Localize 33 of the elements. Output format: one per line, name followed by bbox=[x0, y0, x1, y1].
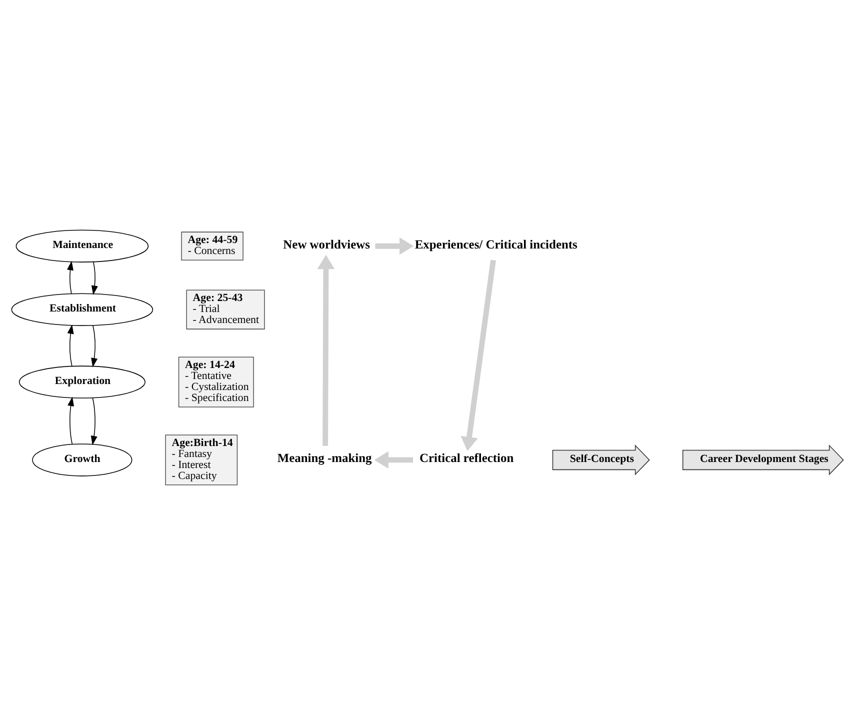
arrow bbox=[375, 237, 414, 255]
node-label: - Cystalization bbox=[185, 380, 249, 393]
node-text: Meaning -making bbox=[277, 451, 372, 466]
label: Self-Concepts bbox=[570, 453, 634, 466]
arrow bbox=[374, 451, 414, 469]
node-label: Age: 44-59 bbox=[188, 234, 238, 246]
node-label: - Advancement bbox=[192, 314, 260, 326]
node-label: - Interest bbox=[172, 458, 211, 471]
arrow bbox=[91, 262, 98, 295]
node-label: Age: 14-24 bbox=[185, 359, 235, 372]
node-ellipse: Exploration bbox=[18, 366, 146, 398]
node-label: Age: 25-43 bbox=[192, 292, 243, 304]
arrow bbox=[460, 260, 496, 452]
node-label: - Trial bbox=[192, 303, 220, 316]
node-label: - Tentative bbox=[185, 370, 232, 382]
node-label: Age:Birth-14 bbox=[172, 437, 233, 450]
node-text: New worldviews bbox=[283, 237, 370, 252]
node-ellipse: Establishment bbox=[11, 293, 154, 326]
node-label: - Concerns bbox=[188, 245, 236, 258]
arrow bbox=[68, 396, 74, 444]
label: Career Development Stages bbox=[700, 453, 828, 466]
node-text: Critical reflection bbox=[420, 451, 514, 466]
arrow bbox=[317, 254, 335, 446]
arrow bbox=[90, 397, 98, 446]
node-label: - Capacity bbox=[172, 470, 217, 482]
node-label: - Specification bbox=[185, 392, 249, 404]
arrow bbox=[67, 260, 74, 294]
arrow bbox=[91, 325, 98, 368]
node-ellipse: Maintenance bbox=[16, 230, 149, 262]
node-ellipse: Growth bbox=[32, 444, 132, 476]
node-label: - Fantasy bbox=[172, 448, 212, 460]
node-text: Experiences/ Critical incidents bbox=[414, 237, 578, 252]
arrow bbox=[67, 324, 74, 367]
